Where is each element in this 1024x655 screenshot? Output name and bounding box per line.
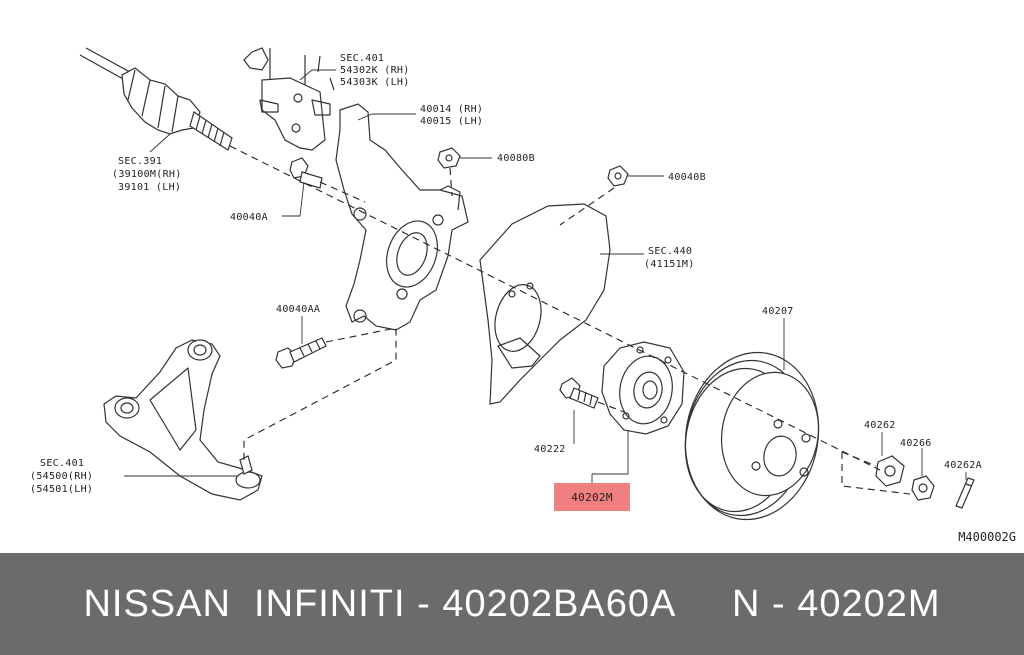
label-39101: 39101 (LH) <box>118 182 181 193</box>
steering-knuckle <box>335 103 469 331</box>
highlighted-part-number: 40202M <box>571 490 613 504</box>
label-40080b: 40080B <box>497 153 535 164</box>
bolt-40040aa <box>275 337 327 369</box>
assembly-lines <box>229 145 911 495</box>
lower-control-arm <box>103 339 263 501</box>
nut-40080b <box>437 147 461 169</box>
label-40015: 40015 (LH) <box>420 116 483 127</box>
drive-shaft <box>79 47 233 151</box>
label-54303k: 54303K (LH) <box>340 77 410 88</box>
footer-banner: NISSAN INFINITI - 40202BA60A N - 40202M <box>0 553 1024 655</box>
cotter-pin-40262a <box>955 477 975 509</box>
label-40040a: 40040A <box>230 212 268 223</box>
hub-bearing-assembly <box>601 341 685 435</box>
parts-diagram: SEC.401 54302K (RH) 54303K (LH) 40014 (R… <box>30 47 1016 544</box>
label-sec440: SEC.440 <box>648 246 692 257</box>
label-54501: (54501(LH) <box>30 484 93 495</box>
label-sec401-bottom: SEC.401 <box>40 458 84 469</box>
nut-40040b <box>607 165 629 187</box>
label-40040aa: 40040AA <box>276 304 320 315</box>
label-40222: 40222 <box>534 444 566 455</box>
bolt-40222 <box>559 377 599 409</box>
part-number-caption: NISSAN INFINITI - 40202BA60A N - 40202M <box>83 582 941 625</box>
label-41151m: (41151M) <box>644 259 695 270</box>
label-40040b: 40040B <box>668 172 706 183</box>
label-40262a: 40262A <box>944 460 982 471</box>
highlighted-part-label[interactable]: 40202M <box>554 483 630 511</box>
nut-40262 <box>875 455 905 487</box>
backing-plate <box>479 203 611 405</box>
nut-40266 <box>911 475 935 501</box>
label-40262: 40262 <box>864 420 896 431</box>
label-54302k: 54302K (RH) <box>340 65 410 76</box>
label-sec391: SEC.391 <box>118 156 162 167</box>
label-40014: 40014 (RH) <box>420 104 483 115</box>
label-40207: 40207 <box>762 306 794 317</box>
exploded-view-drawing: SEC.401 54302K (RH) 54303K (LH) 40014 (R… <box>30 47 982 521</box>
label-sec401-top: SEC.401 <box>340 53 384 64</box>
label-40266: 40266 <box>900 438 932 449</box>
brake-rotor <box>684 351 820 521</box>
label-54500: (54500(RH) <box>30 471 93 482</box>
label-39100m: (39100M(RH) <box>112 169 182 180</box>
strut-bracket <box>243 47 335 151</box>
part-labels: SEC.401 54302K (RH) 54303K (LH) 40014 (R… <box>30 53 982 495</box>
leader-lines <box>124 69 967 484</box>
bolt-40040a <box>289 157 323 189</box>
diagram-code: M400002G <box>958 530 1016 544</box>
